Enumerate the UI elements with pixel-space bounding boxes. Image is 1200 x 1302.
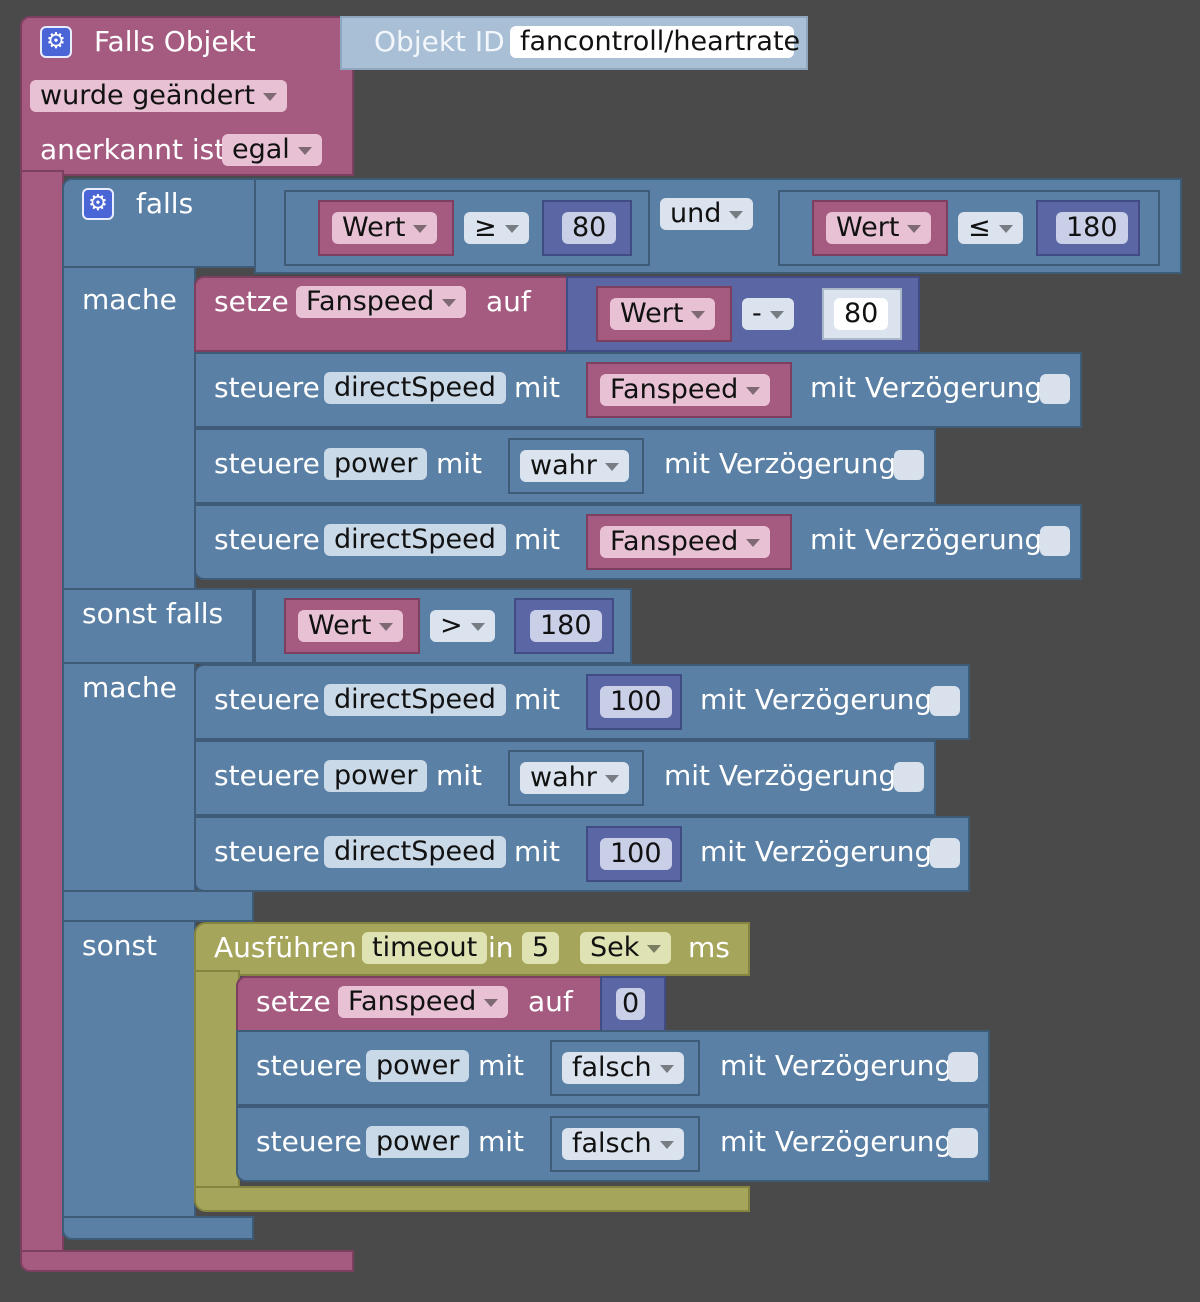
operator-dropdown[interactable]: ≥: [464, 212, 529, 244]
gear-icon[interactable]: ⚙: [82, 188, 114, 220]
operator-dropdown[interactable]: -: [742, 298, 794, 330]
delay-checkbox[interactable]: [930, 838, 960, 868]
boolean-dropdown[interactable]: wahr: [520, 762, 629, 794]
control-label: steuere: [214, 523, 320, 556]
timeout-block-spine: [194, 970, 240, 1190]
var-dropdown[interactable]: Fanspeed: [600, 526, 771, 558]
control-target-field[interactable]: power: [324, 760, 428, 792]
control-label: steuere: [256, 1125, 362, 1158]
delay-label: mit Verzögerung: [810, 371, 1043, 404]
delay-label: mit Verzögerung: [720, 1125, 953, 1158]
boolean-dropdown[interactable]: wahr: [520, 450, 629, 482]
do-label: mache: [82, 283, 177, 316]
to-label: auf: [528, 985, 573, 1018]
with-label: mit: [436, 447, 483, 480]
delay-checkbox[interactable]: [894, 450, 924, 480]
delay-checkbox[interactable]: [1040, 526, 1070, 556]
number-field[interactable]: 180: [530, 610, 602, 642]
number-field[interactable]: 100: [600, 686, 672, 718]
number-field[interactable]: 180: [1056, 212, 1128, 244]
control-target-field[interactable]: power: [366, 1050, 470, 1082]
trigger-block-spine: [20, 170, 64, 1260]
boolean-dropdown[interactable]: falsch: [562, 1128, 684, 1160]
var-dropdown[interactable]: Wert: [610, 298, 716, 330]
with-label: mit: [514, 835, 561, 868]
control-label: steuere: [214, 447, 320, 480]
operator-dropdown[interactable]: ≤: [958, 212, 1023, 244]
var-dropdown[interactable]: Fanspeed: [600, 374, 771, 406]
to-label: auf: [486, 285, 531, 318]
variable-dropdown[interactable]: Fanspeed: [296, 286, 467, 318]
ms-label: ms: [688, 931, 730, 964]
control-label: steuere: [214, 683, 320, 716]
operator-dropdown[interactable]: >: [430, 610, 495, 642]
control-label: steuere: [256, 1049, 362, 1082]
delay-checkbox[interactable]: [894, 762, 924, 792]
control-block[interactable]: [194, 664, 970, 740]
delay-label: mit Verzögerung: [700, 683, 933, 716]
do-label: mache: [82, 671, 177, 704]
delay-label: mit Verzögerung: [810, 523, 1043, 556]
delay-label: mit Verzögerung: [720, 1049, 953, 1082]
control-target-field[interactable]: directSpeed: [324, 684, 506, 716]
logic-operator-dropdown[interactable]: und: [660, 198, 754, 230]
control-target-field[interactable]: directSpeed: [324, 372, 506, 404]
variable-dropdown[interactable]: Fanspeed: [338, 986, 509, 1018]
control-label: steuere: [214, 759, 320, 792]
with-label: mit: [436, 759, 483, 792]
with-label: mit: [514, 371, 561, 404]
number-field[interactable]: 80: [834, 298, 889, 330]
gear-icon[interactable]: ⚙: [40, 26, 72, 58]
change-mode-dropdown[interactable]: wurde geändert: [30, 80, 287, 112]
if-label: falls: [136, 187, 194, 220]
number-field[interactable]: 100: [600, 838, 672, 870]
delay-label: mit Verzögerung: [664, 759, 897, 792]
control-target-field[interactable]: directSpeed: [324, 836, 506, 868]
delay-checkbox[interactable]: [948, 1052, 978, 1082]
control-label: steuere: [214, 371, 320, 404]
delay-checkbox[interactable]: [930, 686, 960, 716]
control-target-field[interactable]: power: [324, 448, 428, 480]
with-label: mit: [514, 523, 561, 556]
set-label: setze: [214, 285, 289, 318]
object-id-field[interactable]: fancontroll/heartrate: [510, 26, 800, 58]
var-dropdown[interactable]: Wert: [298, 610, 404, 642]
elseif-header: [62, 588, 254, 664]
elseif-label: sonst falls: [82, 597, 224, 630]
timeout-block-bottom: [194, 1186, 750, 1212]
set-label: setze: [256, 985, 331, 1018]
var-dropdown[interactable]: Wert: [826, 212, 932, 244]
control-target-field[interactable]: power: [366, 1126, 470, 1158]
timeout-unit-dropdown[interactable]: Sek: [580, 932, 672, 964]
delay-label: mit Verzögerung: [664, 447, 897, 480]
delay-checkbox[interactable]: [948, 1128, 978, 1158]
control-block[interactable]: [194, 816, 970, 892]
boolean-dropdown[interactable]: falsch: [562, 1052, 684, 1084]
timeout-name-field[interactable]: timeout: [362, 932, 488, 964]
trigger-block-bottom: [20, 1250, 354, 1272]
number-field[interactable]: 80: [562, 212, 617, 244]
timeout-label: Ausführen: [214, 931, 357, 964]
in-label: in: [488, 931, 514, 964]
number-block[interactable]: [542, 200, 632, 256]
control-label: steuere: [214, 835, 320, 868]
ack-dropdown[interactable]: egal: [222, 134, 322, 166]
control-target-field[interactable]: directSpeed: [324, 524, 506, 556]
number-field[interactable]: 0: [616, 988, 646, 1020]
ack-label: anerkannt ist: [40, 133, 226, 166]
else-header: [62, 890, 254, 922]
trigger-title: Falls Objekt: [94, 25, 256, 58]
delay-label: mit Verzögerung: [700, 835, 933, 868]
with-label: mit: [514, 683, 561, 716]
delay-checkbox[interactable]: [1040, 374, 1070, 404]
var-dropdown[interactable]: Wert: [332, 212, 438, 244]
object-id-label: Objekt ID: [374, 25, 505, 58]
with-label: mit: [478, 1125, 525, 1158]
with-label: mit: [478, 1049, 525, 1082]
if-block-bottom: [62, 1216, 254, 1240]
else-label: sonst: [82, 929, 158, 962]
if-block-spine: [62, 266, 196, 1236]
timeout-amount-field[interactable]: 5: [522, 932, 560, 964]
